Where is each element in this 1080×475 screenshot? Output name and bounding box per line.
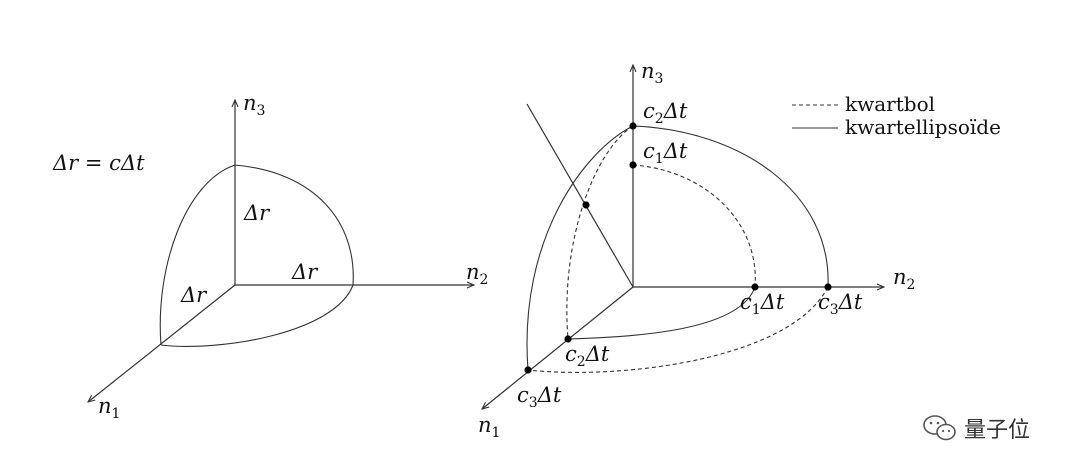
left-radius-label-n1: Δr: [180, 283, 208, 307]
left-arc-n2-n1: [160, 284, 354, 347]
label-c3-n1: c3Δt: [517, 383, 562, 411]
legend-solid-label: kwartellipsoïde: [845, 115, 1001, 139]
right-diagonal-line: [526, 103, 634, 288]
legend-dashed-label: kwartbol: [845, 92, 935, 116]
point-c1-n2: [751, 283, 759, 291]
left-arc-n3-n2: [234, 164, 354, 286]
point-intersection: [582, 201, 590, 209]
right-axis-n1: [482, 286, 634, 409]
point-c3-n2: [824, 283, 832, 291]
watermark: 量子位: [922, 410, 1030, 446]
left-axis-label-n1: n1: [98, 394, 120, 422]
left-axis-label-n3: n3: [243, 91, 265, 119]
sphere-arc-n3-n1: [566, 125, 634, 340]
label-c1-n2: c1Δt: [740, 290, 785, 318]
left-formula: Δr = cΔt: [52, 151, 145, 175]
ellipsoid-inner-arc: [567, 286, 756, 340]
ellipsoid-arc-n3-n2: [632, 125, 829, 288]
point-c2-n1: [564, 335, 572, 343]
left-radius-label-n3: Δr: [243, 201, 271, 225]
label-c1-n3: c1Δt: [643, 139, 688, 167]
label-c3-n2: c3Δt: [818, 290, 863, 318]
wechat-icon: [923, 415, 956, 441]
point-c2-n3: [629, 122, 637, 130]
left-radius-label-n2: Δr: [291, 260, 319, 284]
left-axis-label-n2: n2: [466, 260, 488, 288]
right-axis-label-n1: n1: [478, 413, 500, 441]
label-c2-n1: c2Δt: [565, 342, 610, 370]
label-c2-n3: c2Δt: [643, 99, 688, 127]
point-c1-n3: [629, 161, 637, 169]
sphere-arc-n3-n2: [632, 164, 756, 288]
right-axis-label-n3: n3: [641, 59, 663, 87]
left-figure: Δr = cΔt Δr Δr Δr n3 n2 n1: [52, 91, 488, 422]
right-axis-label-n2: n2: [893, 265, 915, 293]
legend: kwartbol kwartellipsoïde: [792, 92, 1001, 139]
watermark-text: 量子位: [964, 418, 1031, 443]
right-figure: c2Δt c1Δt c1Δt c3Δt c2Δt c3Δt n3 n2 n1: [478, 59, 915, 441]
left-arc-n3-n1: [159, 164, 236, 346]
point-c3-n1: [524, 366, 532, 374]
left-axis-n1: [88, 284, 236, 402]
ellipsoid-arc-n3-n1: [526, 125, 634, 371]
